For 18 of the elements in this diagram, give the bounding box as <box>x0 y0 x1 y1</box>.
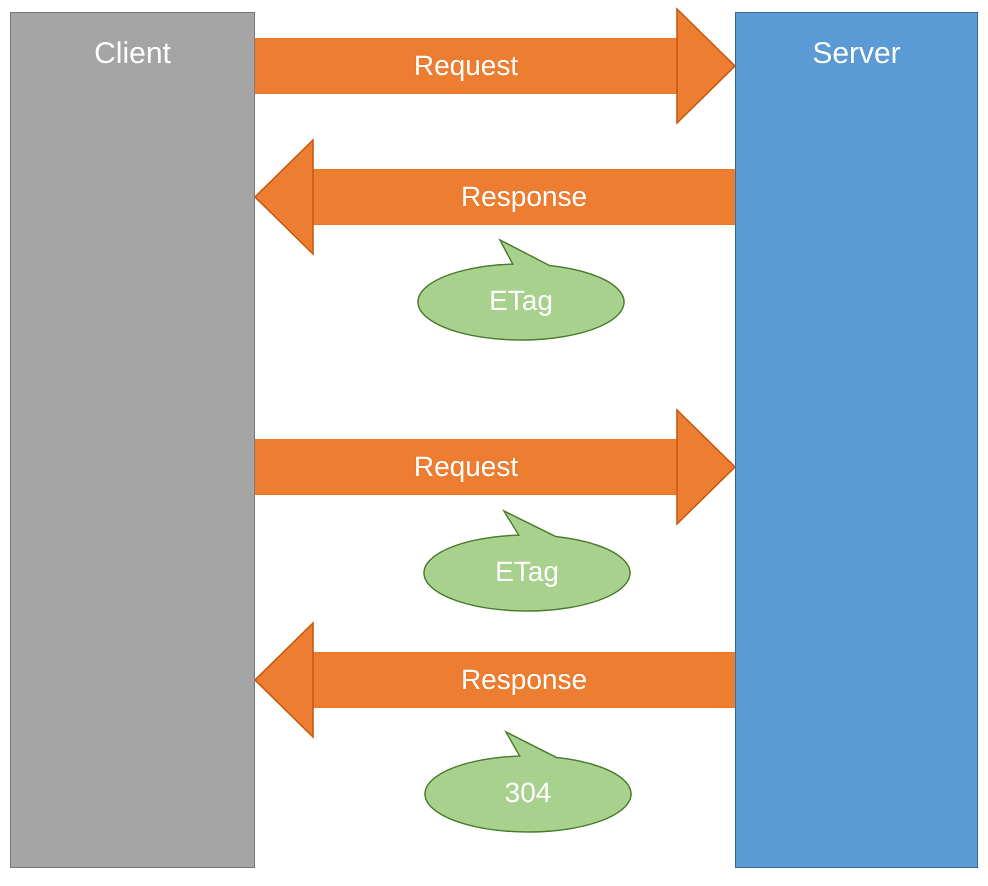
edge-label: Response <box>460 664 588 696</box>
block-arrow <box>254 139 735 255</box>
column-title: Server <box>811 37 902 71</box>
column-title: Client <box>93 37 172 71</box>
bubble-text: 304 <box>504 777 552 809</box>
edge-label: Response <box>460 181 588 213</box>
server-bar <box>735 12 978 868</box>
speech-bubble <box>424 731 632 833</box>
edge-label: Request <box>414 50 518 82</box>
speech-bubble <box>417 239 625 341</box>
block-arrow <box>255 409 736 525</box>
edge-label: Request <box>414 451 518 483</box>
speech-bubble <box>423 510 631 612</box>
block-arrow <box>255 8 736 124</box>
bubble-text: ETag <box>488 285 554 317</box>
client-bar <box>10 12 255 868</box>
bubble-text: ETag <box>494 556 560 588</box>
block-arrow <box>254 622 735 738</box>
